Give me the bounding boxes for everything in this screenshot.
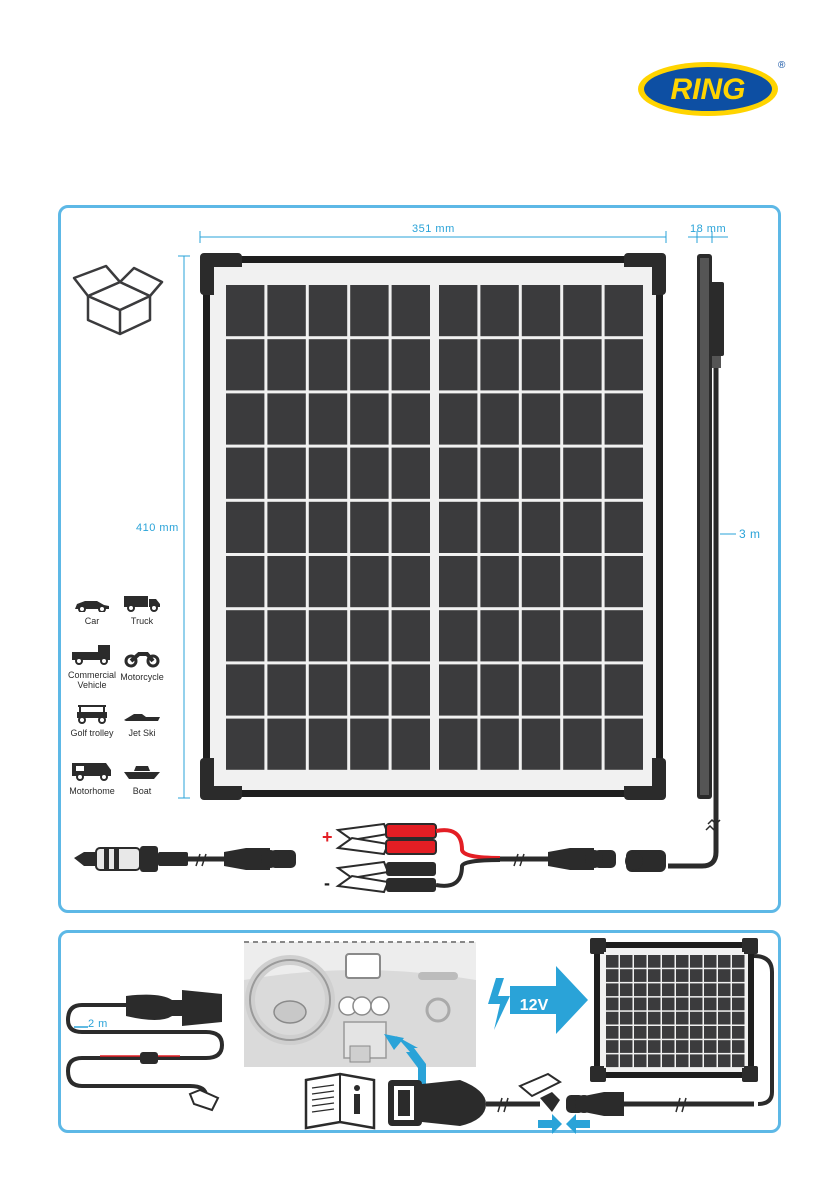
- small-solar-cell: [704, 1026, 717, 1039]
- info-manual-icon: [306, 1074, 374, 1128]
- small-solar-cell: [648, 983, 661, 996]
- small-solar-cell: [662, 983, 675, 996]
- small-solar-cell: [676, 969, 689, 982]
- obd-extension-cable: [68, 990, 222, 1110]
- small-solar-cell: [648, 1054, 661, 1067]
- small-solar-cell: [718, 998, 731, 1011]
- small-solar-cell: [732, 1054, 745, 1067]
- small-solar-cell: [606, 1040, 619, 1053]
- small-solar-cell: [648, 1040, 661, 1053]
- small-solar-cell: [690, 1040, 703, 1053]
- small-solar-cell: [690, 1054, 703, 1067]
- small-solar-cell: [620, 1026, 633, 1039]
- small-solar-cell: [676, 1026, 689, 1039]
- small-solar-cell: [732, 983, 745, 996]
- small-solar-cell: [690, 1012, 703, 1025]
- small-solar-cell: [676, 955, 689, 968]
- small-solar-cell: [732, 1040, 745, 1053]
- small-solar-cell: [732, 998, 745, 1011]
- small-solar-cell: [718, 1026, 731, 1039]
- small-solar-cell: [634, 998, 647, 1011]
- small-solar-cell: [732, 1026, 745, 1039]
- small-solar-cell: [620, 969, 633, 982]
- small-solar-cell: [704, 983, 717, 996]
- small-solar-cell: [662, 1054, 675, 1067]
- small-solar-cell: [704, 969, 717, 982]
- voltage-indicator: 12V: [488, 966, 588, 1034]
- small-solar-cell: [620, 998, 633, 1011]
- small-solar-cell: [662, 969, 675, 982]
- small-solar-cell: [676, 983, 689, 996]
- small-solar-cell: [634, 955, 647, 968]
- small-solar-cell: [606, 1026, 619, 1039]
- small-solar-panel: [590, 938, 772, 1104]
- small-solar-cell: [648, 1026, 661, 1039]
- small-solar-cell: [676, 1040, 689, 1053]
- small-solar-cell: [606, 1012, 619, 1025]
- small-solar-cell: [662, 1040, 675, 1053]
- small-solar-cell: [704, 1012, 717, 1025]
- small-solar-cell: [620, 1012, 633, 1025]
- small-solar-cell: [718, 1040, 731, 1053]
- small-solar-cell: [690, 983, 703, 996]
- small-solar-cell: [676, 998, 689, 1011]
- small-solar-cell: [704, 998, 717, 1011]
- small-solar-cell: [690, 969, 703, 982]
- small-solar-cell: [634, 1026, 647, 1039]
- small-solar-cell: [718, 955, 731, 968]
- small-solar-cell: [648, 969, 661, 982]
- small-solar-cell: [704, 1040, 717, 1053]
- small-solar-cell: [718, 983, 731, 996]
- small-solar-cell: [620, 1040, 633, 1053]
- voltage-label: 12V: [520, 997, 549, 1014]
- small-solar-cell: [634, 1040, 647, 1053]
- small-solar-cell: [662, 955, 675, 968]
- small-solar-cell: [606, 998, 619, 1011]
- small-solar-cell: [634, 1054, 647, 1067]
- small-solar-cell: [620, 983, 633, 996]
- small-solar-cell: [634, 1012, 647, 1025]
- small-solar-cell: [732, 969, 745, 982]
- small-solar-cell: [718, 969, 731, 982]
- small-solar-cell: [620, 955, 633, 968]
- small-solar-cell: [676, 1012, 689, 1025]
- obd-plug: [388, 1074, 560, 1126]
- small-solar-cell: [634, 983, 647, 996]
- small-solar-cell: [620, 1054, 633, 1067]
- small-solar-cell: [662, 998, 675, 1011]
- small-solar-cell: [648, 1012, 661, 1025]
- small-solar-cell: [676, 1054, 689, 1067]
- small-solar-cell: [704, 955, 717, 968]
- small-solar-cell: [704, 1054, 717, 1067]
- small-solar-cell: [690, 998, 703, 1011]
- small-solar-cell: [718, 1012, 731, 1025]
- small-solar-cell: [606, 983, 619, 996]
- small-solar-cell: [718, 1054, 731, 1067]
- small-solar-cell: [634, 969, 647, 982]
- car-dashboard-illustration: [244, 942, 476, 1067]
- small-solar-cell: [606, 1054, 619, 1067]
- small-solar-cell: [732, 955, 745, 968]
- small-solar-cell: [648, 998, 661, 1011]
- small-solar-cell: [690, 1026, 703, 1039]
- small-solar-cell: [732, 1012, 745, 1025]
- small-solar-cell: [648, 955, 661, 968]
- small-solar-cell: [606, 969, 619, 982]
- small-solar-cell: [690, 955, 703, 968]
- small-solar-cell: [606, 955, 619, 968]
- small-solar-cell: [662, 1012, 675, 1025]
- small-solar-cell: [662, 1026, 675, 1039]
